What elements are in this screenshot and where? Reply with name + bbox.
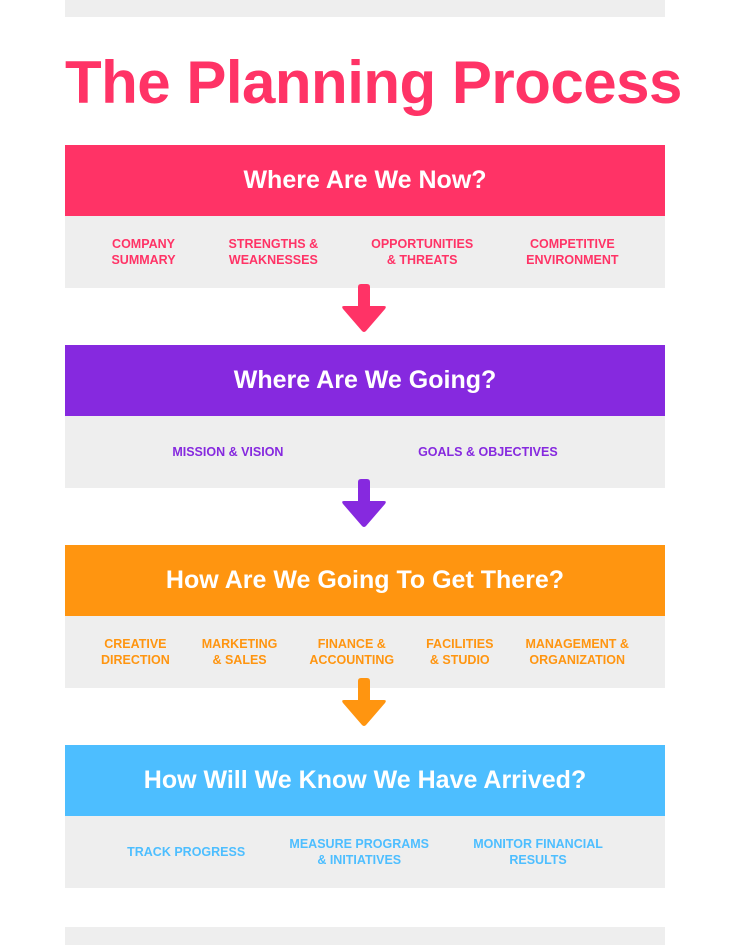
item-marketing-sales: MARKETING & SALES [201,637,278,667]
section-heading: Where Are We Now? [65,145,665,216]
section-where-are-we-now: Where Are We Now? COMPANY SUMMARY STRENG… [65,145,665,288]
bottom-panel-edge [65,927,665,945]
item-goals-objectives: GOALS & OBJECTIVES [418,445,558,459]
section-items: MISSION & VISION GOALS & OBJECTIVES [65,416,665,488]
item-measure-programs: MEASURE PROGRAMS & INITIATIVES [289,837,430,867]
item-finance-accounting: FINANCE & ACCOUNTING [309,637,395,667]
section-items: COMPANY SUMMARY STRENGTHS & WEAKNESSES O… [65,216,665,288]
section-how-know-arrived: How Will We Know We Have Arrived? TRACK … [65,745,665,888]
section-how-get-there: How Are We Going To Get There? CREATIVE … [65,545,665,688]
item-monitor-financial: MONITOR FINANCIAL RESULTS [473,837,603,867]
down-arrow-icon [342,284,386,332]
down-arrow-icon [342,678,386,726]
item-track-progress: TRACK PROGRESS [127,845,246,859]
item-opportunities-threats: OPPORTUNITIES & THREATS [371,237,474,267]
section-heading: How Will We Know We Have Arrived? [65,745,665,816]
section-where-are-we-going: Where Are We Going? MISSION & VISION GOA… [65,345,665,488]
section-heading: Where Are We Going? [65,345,665,416]
item-mission-vision: MISSION & VISION [172,445,284,459]
item-management-organization: MANAGEMENT & ORGANIZATION [525,637,629,667]
down-arrow-icon [342,479,386,527]
item-strengths-weaknesses: STRENGTHS & WEAKNESSES [228,237,319,267]
item-facilities-studio: FACILITIES & STUDIO [426,637,494,667]
page-title: The Planning Process [65,49,682,116]
top-panel-edge [65,0,665,17]
section-heading: How Are We Going To Get There? [65,545,665,616]
item-competitive-environment: COMPETITIVE ENVIRONMENT [526,237,619,267]
item-company-summary: COMPANY SUMMARY [111,237,176,267]
section-items: TRACK PROGRESS MEASURE PROGRAMS & INITIA… [65,816,665,888]
item-creative-direction: CREATIVE DIRECTION [100,637,170,667]
section-items: CREATIVE DIRECTION MARKETING & SALES FIN… [65,616,665,688]
